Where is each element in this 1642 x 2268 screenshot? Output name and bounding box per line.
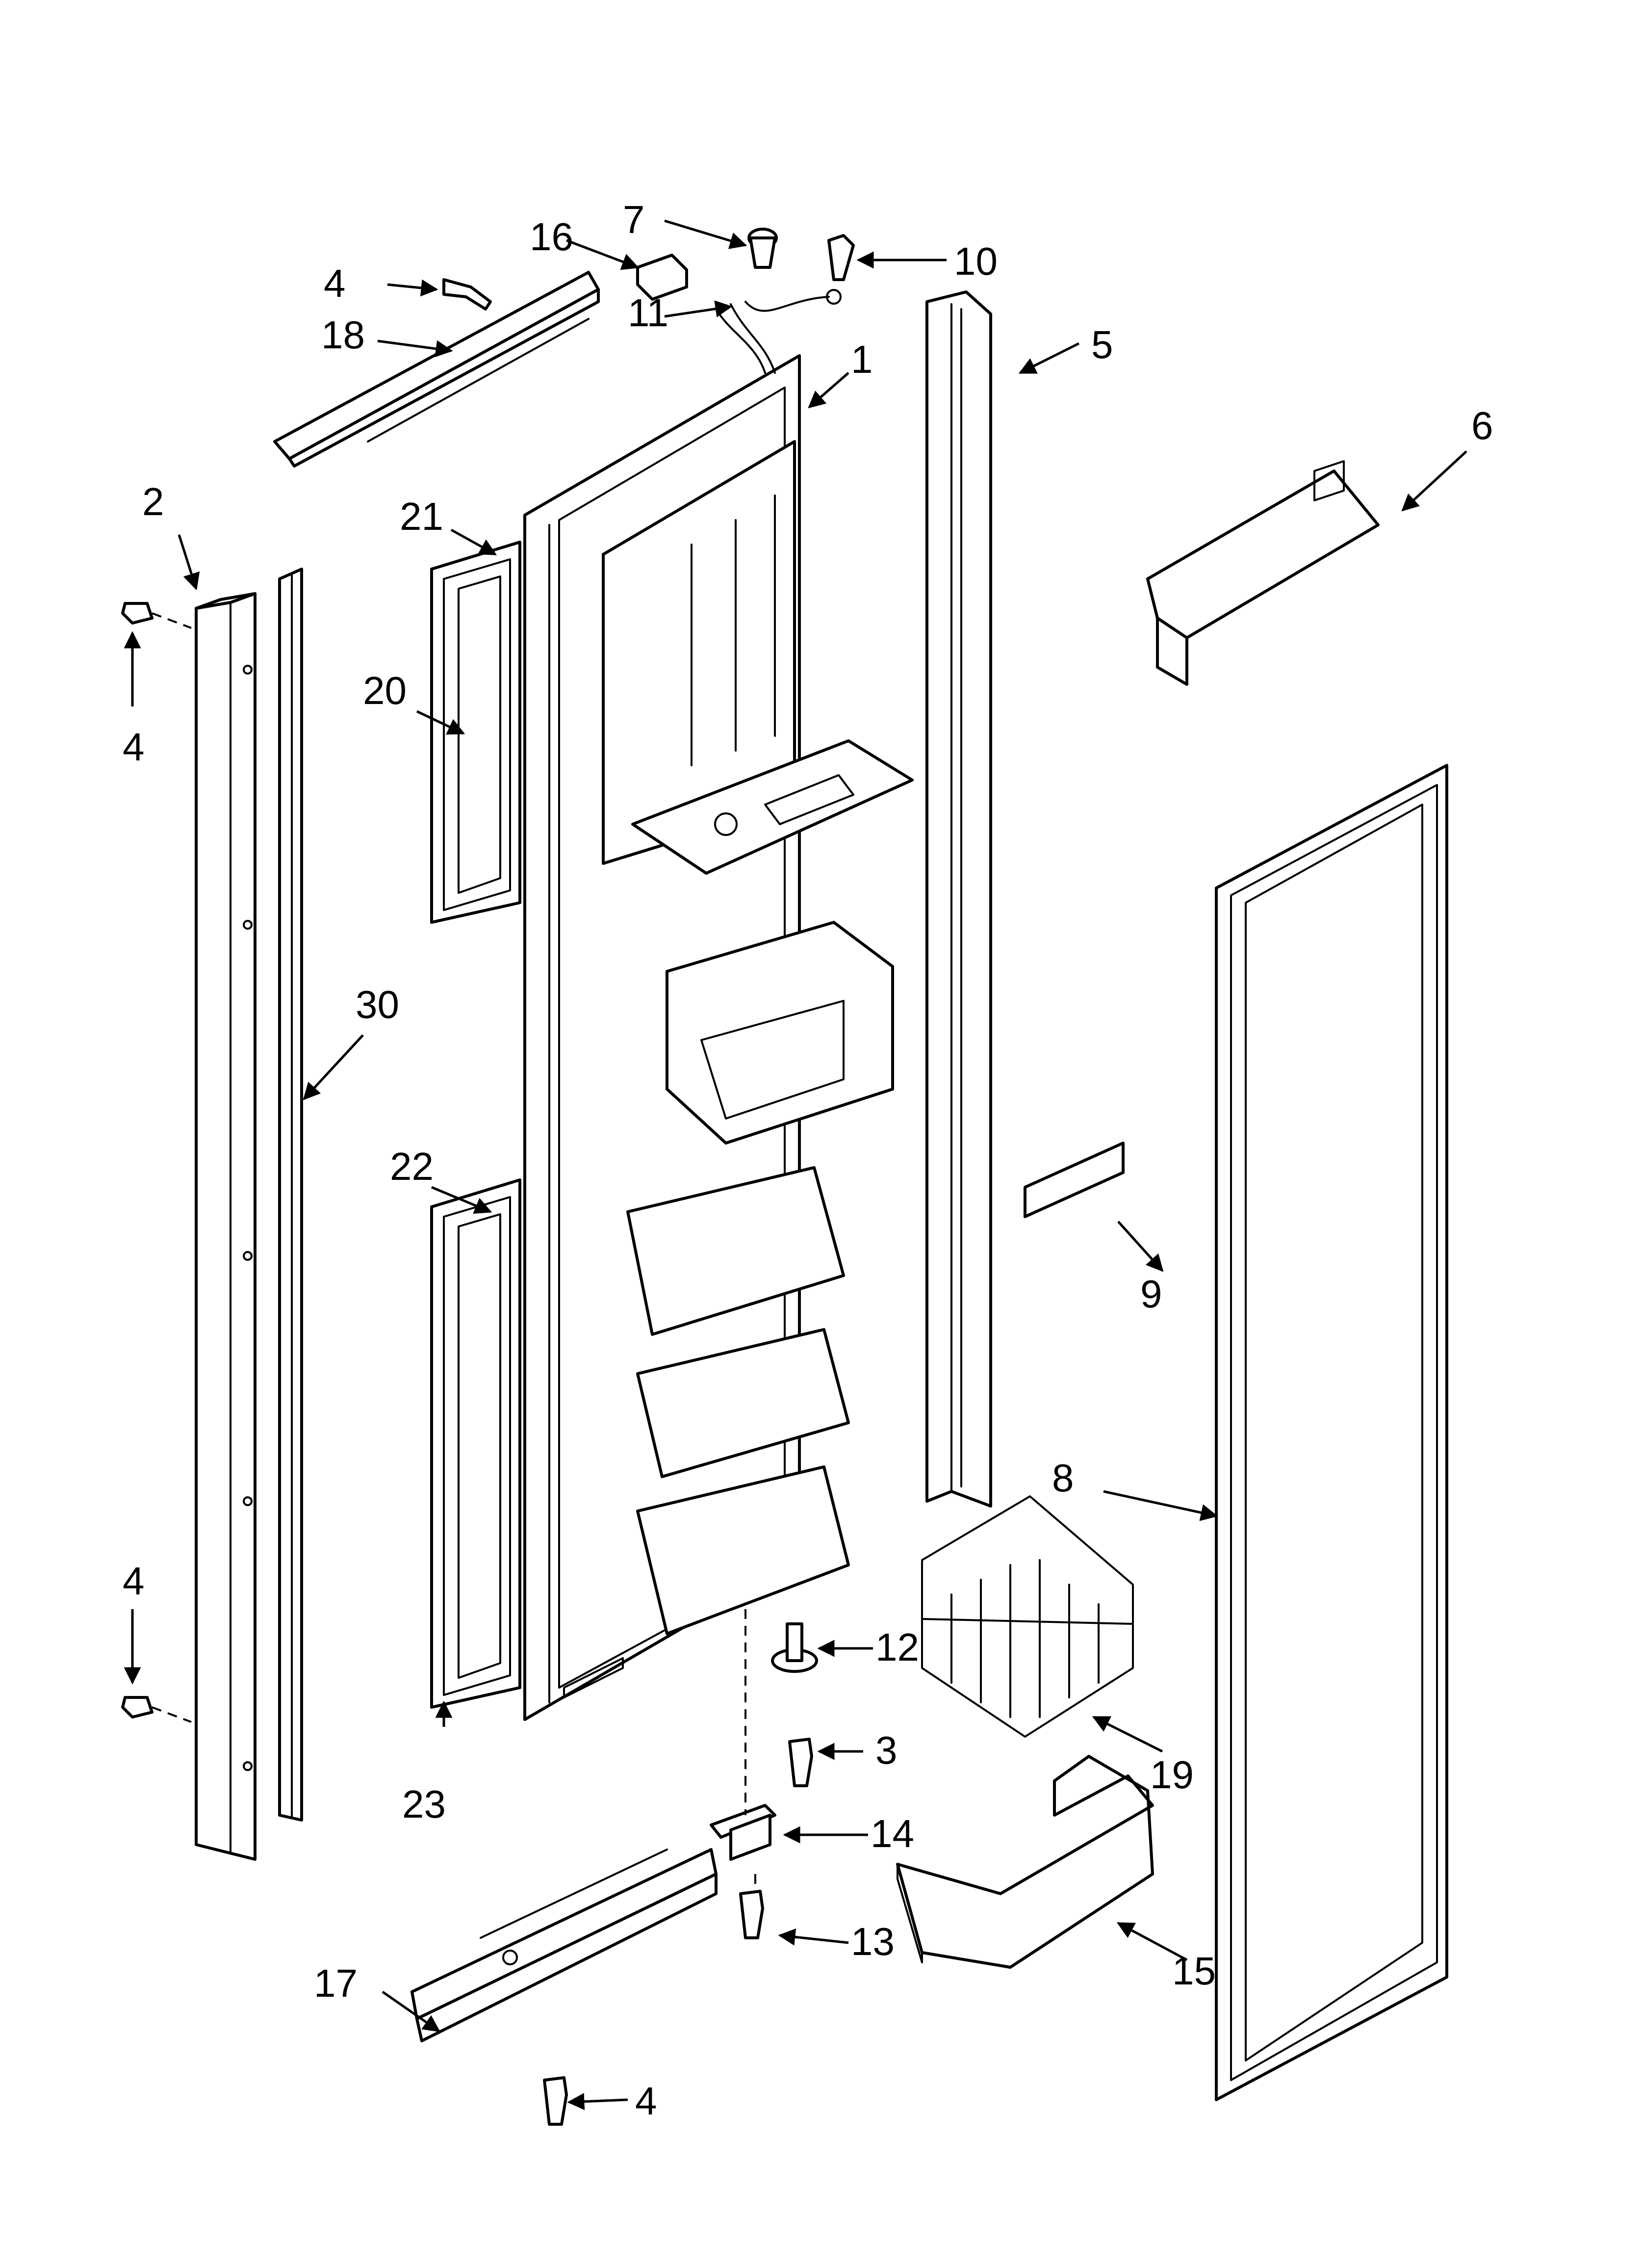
part-11-wire-harness xyxy=(715,289,842,374)
callout-21: 21 xyxy=(400,495,443,538)
callout-9: 9 xyxy=(1140,1272,1162,1316)
callout-19: 19 xyxy=(1150,1753,1194,1797)
callout-12: 12 xyxy=(875,1625,919,1669)
callout-2: 2 xyxy=(142,480,164,523)
part-19-wire-basket xyxy=(921,1495,1134,1738)
part-20-upper-gasket xyxy=(443,558,511,911)
screw-icon xyxy=(121,602,192,629)
screw-icon xyxy=(827,234,855,281)
callout-8: 8 xyxy=(1052,1456,1074,1500)
callout-5: 5 xyxy=(1091,323,1113,366)
callout-15: 15 xyxy=(1172,1949,1216,1993)
screw-icon xyxy=(739,1890,764,1939)
callout-1: 1 xyxy=(851,338,873,381)
callout-13: 13 xyxy=(851,1920,895,1963)
part-22-lower-frame xyxy=(430,1178,521,1709)
callout-14: 14 xyxy=(871,1812,914,1855)
callout-6: 6 xyxy=(1471,404,1493,447)
part-7-plug xyxy=(747,228,778,269)
part-14-hinge-bracket xyxy=(710,1804,776,1861)
part-30-vertical-strip xyxy=(278,568,303,1822)
callout-11: 11 xyxy=(628,291,668,335)
callout-4: 4 xyxy=(123,725,145,769)
callout-30: 30 xyxy=(356,983,399,1026)
callout-20: 20 xyxy=(363,669,407,712)
part-5-right-trim xyxy=(925,290,992,1508)
callout-22: 22 xyxy=(390,1145,434,1188)
part-6-door-bin xyxy=(1146,460,1380,686)
screw-icon xyxy=(788,1738,813,1787)
part-2-left-trim xyxy=(195,592,257,1861)
callout-4: 4 xyxy=(123,1559,145,1603)
screw-icon xyxy=(543,2076,568,2126)
part-8-gasket xyxy=(1215,764,1448,2101)
part-16-switch xyxy=(636,254,688,301)
part-12-hinge-pin xyxy=(771,1622,818,1673)
callout-10: 10 xyxy=(954,239,998,283)
callout-23: 23 xyxy=(402,1782,446,1826)
callout-4: 4 xyxy=(635,2079,657,2123)
part-15-lower-bin xyxy=(896,1755,1154,1969)
callout-18: 18 xyxy=(321,313,365,357)
part-18-top-trim xyxy=(273,271,600,468)
callout-16: 16 xyxy=(530,215,573,259)
leader-lines xyxy=(124,219,1467,2111)
part-1-door-assembly xyxy=(523,354,914,1721)
part-9-rail xyxy=(1024,1142,1125,1218)
callout-4: 4 xyxy=(324,261,346,305)
callout-7: 7 xyxy=(623,198,645,241)
screw-icon xyxy=(442,278,492,311)
callout-17: 17 xyxy=(314,1961,358,2005)
part-17-bottom-trim xyxy=(410,1848,718,2042)
screw-icon xyxy=(121,1696,192,1723)
callout-3: 3 xyxy=(875,1728,898,1772)
callout-labels: 4 18 16 7 10 11 1 5 6 2 4 21 20 30 22 9 … xyxy=(123,198,1493,2123)
